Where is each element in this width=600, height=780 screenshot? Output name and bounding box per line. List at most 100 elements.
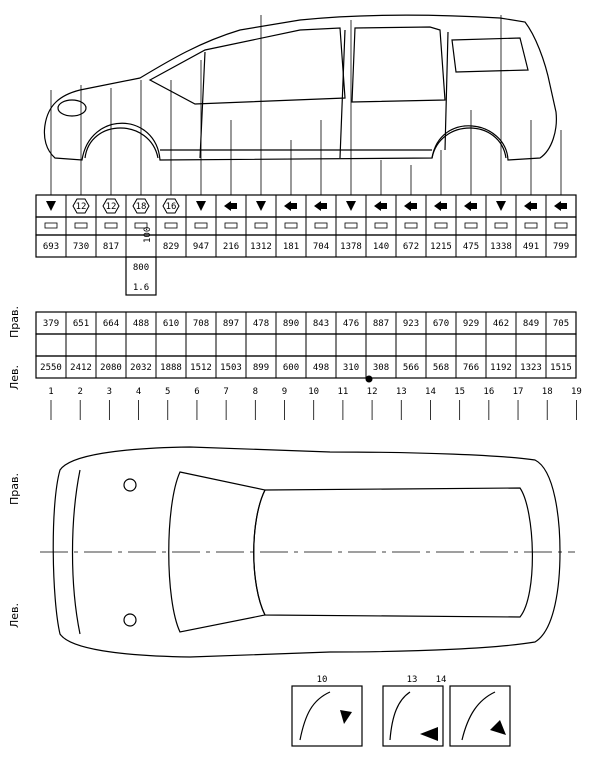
- down-arrow-icon: [196, 201, 206, 211]
- side-dimension-value: 1215: [430, 242, 452, 252]
- arrow-tail-icon: [531, 203, 537, 209]
- arrow-tail-icon: [471, 203, 477, 209]
- icon-cell-2: [425, 216, 457, 236]
- middle-cell: [215, 333, 247, 357]
- upper-right-label: Прав.: [8, 306, 21, 338]
- point-number: 19: [571, 387, 582, 397]
- pin-icon: [434, 222, 448, 229]
- windshield: [168, 471, 266, 633]
- left-arrow-icon: [284, 201, 291, 211]
- left-arrow-icon: [464, 201, 471, 211]
- rear-window: [351, 26, 446, 103]
- right-dimension-value: 929: [463, 319, 479, 329]
- right-dimension-value: 651: [73, 319, 89, 329]
- pin-icon: [524, 222, 538, 229]
- pin-icon: [104, 222, 118, 229]
- point-number: 3: [107, 387, 112, 397]
- point-number: 15: [454, 387, 465, 397]
- right-dimension-value: 476: [343, 319, 359, 329]
- right-dimension-value: 843: [313, 319, 329, 329]
- pin-icon: [374, 222, 388, 229]
- pin-icon: [164, 222, 178, 229]
- arrow-tail-icon: [321, 203, 327, 209]
- left-dimension-value: 899: [253, 363, 269, 373]
- left-arrow-icon: [314, 201, 321, 211]
- detail-13-box: [382, 685, 444, 747]
- arrow-tail-icon: [441, 203, 447, 209]
- side-dimension-value: 704: [313, 242, 329, 252]
- window-line: [148, 27, 346, 105]
- middle-cell: [125, 333, 157, 357]
- down-arrow-icon: [256, 201, 266, 211]
- left-dimension-value: 566: [403, 363, 419, 373]
- middle-cell: [185, 333, 217, 357]
- detail-marker-13: [420, 727, 438, 741]
- icon-cell-2: [65, 216, 97, 236]
- side-dimension-value: 829: [163, 242, 179, 252]
- hex-bolt-icon: [72, 198, 90, 214]
- right-dimension-value: 849: [523, 319, 539, 329]
- side-dimension-value: 475: [463, 242, 479, 252]
- right-dimension-value: 897: [223, 319, 239, 329]
- icon-cell-2: [245, 216, 277, 236]
- point-number: 16: [483, 387, 494, 397]
- extra-1-6: 1.6: [133, 283, 149, 293]
- left-dimension-value: 1515: [550, 363, 572, 373]
- detail-14-box: [449, 685, 511, 747]
- side-dimension-value: 181: [283, 242, 299, 252]
- mirror-left: [123, 613, 137, 627]
- middle-cell: [545, 333, 577, 357]
- bolt-size: 12: [106, 202, 117, 212]
- middle-cell: [395, 333, 427, 357]
- left-dimension-value: 600: [283, 363, 299, 373]
- pin-icon: [284, 222, 298, 229]
- point-number: 10: [308, 387, 319, 397]
- icon-cell-2: [485, 216, 517, 236]
- left-dimension-value: 1192: [490, 363, 512, 373]
- side-dimension-value: 216: [223, 242, 239, 252]
- middle-cell: [515, 333, 547, 357]
- icon-cell-2: [155, 216, 187, 236]
- right-dimension-value: 488: [133, 319, 149, 329]
- down-arrow-icon: [46, 201, 56, 211]
- side-dimension-value: 693: [43, 242, 59, 252]
- arrow-tail-icon: [291, 203, 297, 209]
- icon-cell-2: [95, 216, 127, 236]
- point-number: 18: [542, 387, 553, 397]
- pin-icon: [74, 222, 88, 229]
- left-dimension-value: 568: [433, 363, 449, 373]
- hex-bolt-icon: [132, 198, 150, 214]
- left-dimension-value: 1503: [220, 363, 242, 373]
- middle-cell: [335, 333, 367, 357]
- middle-cell: [425, 333, 457, 357]
- right-dimension-value: 670: [433, 319, 449, 329]
- left-dimension-value: 1512: [190, 363, 212, 373]
- middle-cell: [65, 333, 97, 357]
- point-number: 8: [253, 387, 258, 397]
- hood-lines: [71, 469, 81, 635]
- right-dimension-value: 708: [193, 319, 209, 329]
- car-side-outline: [43, 14, 557, 161]
- point-number: 11: [337, 387, 348, 397]
- point-number: 7: [223, 387, 228, 397]
- quarter-window: [451, 37, 529, 73]
- middle-cell: [305, 333, 337, 357]
- arrow-tail-icon: [411, 203, 417, 209]
- headlight: [57, 99, 87, 117]
- point-number: 13: [396, 387, 407, 397]
- side-dimension-value: 1378: [340, 242, 362, 252]
- point-number: 5: [165, 387, 170, 397]
- icon-cell-2: [185, 216, 217, 236]
- point-number: 12: [367, 387, 378, 397]
- icon-cell-2: [35, 216, 67, 236]
- arrow-tail-icon: [381, 203, 387, 209]
- roof-outline: [253, 487, 533, 618]
- bolt-size: 16: [166, 202, 177, 212]
- detail-label-10: 10: [317, 675, 328, 685]
- middle-cell: [155, 333, 187, 357]
- pin-icon: [224, 222, 238, 229]
- left-arrow-icon: [374, 201, 381, 211]
- right-dimension-value: 923: [403, 319, 419, 329]
- right-dimension-value: 379: [43, 319, 59, 329]
- side-dimension-value: 817: [103, 242, 119, 252]
